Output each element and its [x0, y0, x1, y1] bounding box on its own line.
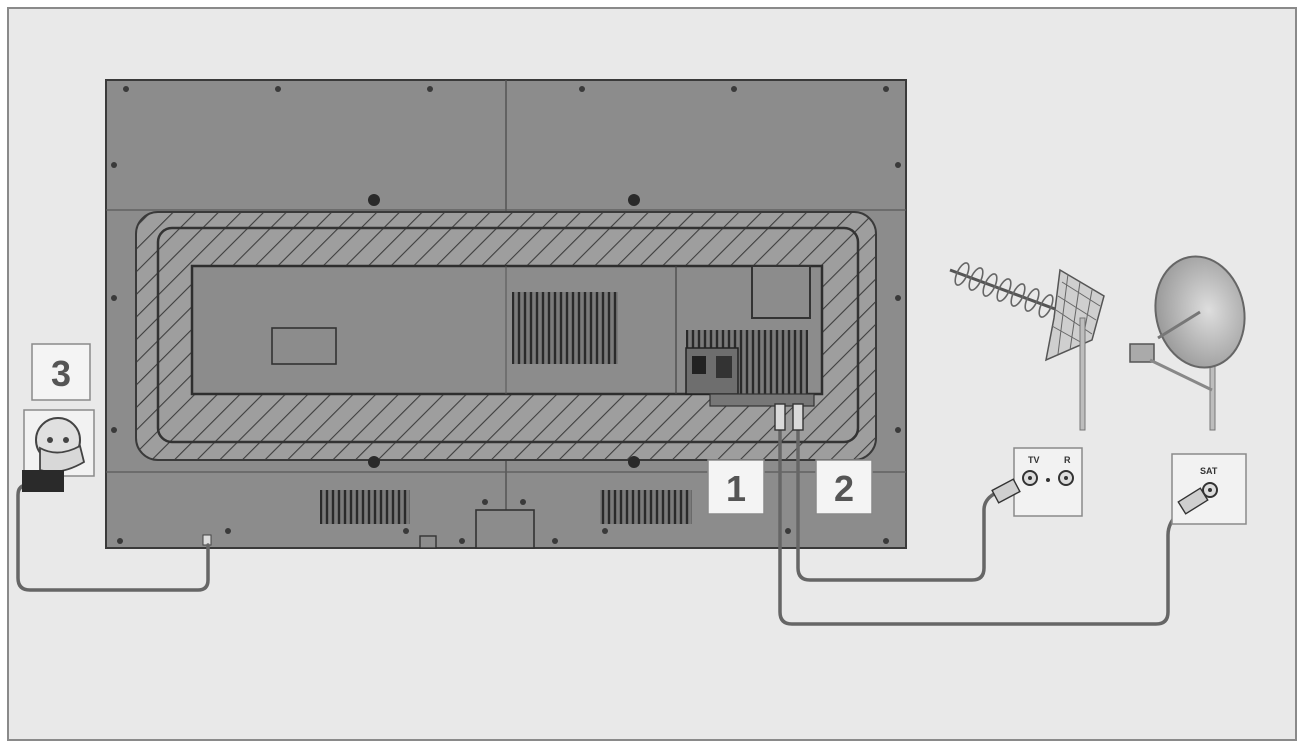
step-3-box: 3 [31, 343, 91, 401]
terrestrial-antenna-icon [949, 262, 1105, 431]
satellite-dish-icon [1129, 255, 1246, 431]
step-2-label: 2 [834, 468, 854, 509]
antenna-wall-socket-icon: TV R [991, 447, 1083, 517]
step-3-label: 3 [51, 353, 71, 394]
socket-tv-label: TV [1028, 455, 1040, 465]
socket-radio-label: R [1064, 455, 1071, 465]
step-1-label: 1 [726, 468, 746, 509]
step-2-box: 2 [815, 459, 873, 515]
socket-sat-label: SAT [1200, 466, 1218, 476]
power-outlet-icon [22, 409, 95, 492]
satellite-wall-socket-icon: SAT [1171, 453, 1247, 525]
tv-rear-panel [105, 79, 907, 549]
step-1-box: 1 [707, 459, 765, 515]
